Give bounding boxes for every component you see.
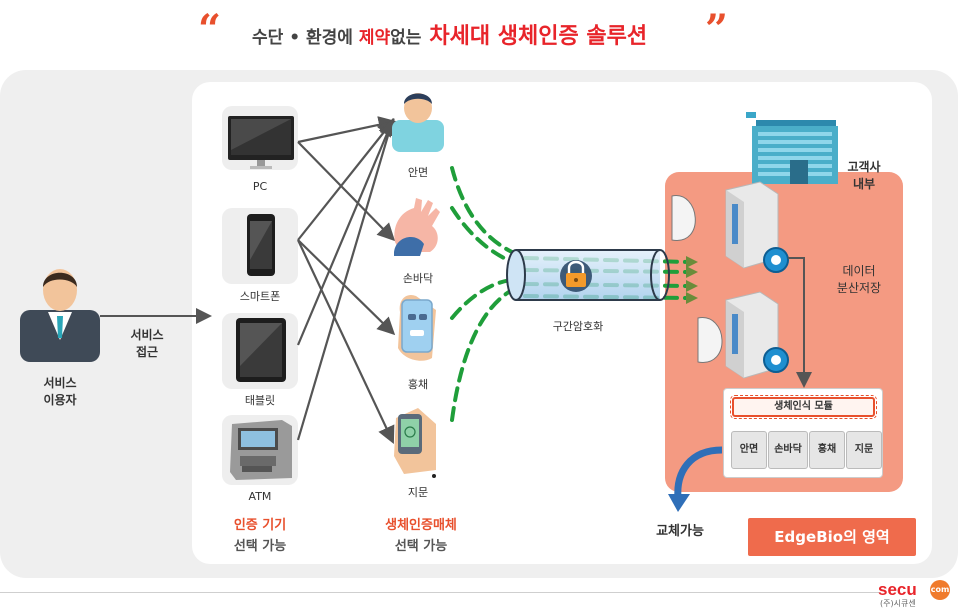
device-label-tablet: 태블릿 (244, 394, 276, 407)
customer-label: 고객사 내부 (836, 158, 892, 192)
palm-icon (394, 198, 440, 256)
devices-caption: 인증 기기 선택 가능 (214, 514, 306, 554)
media-caption-line2: 선택 가능 (394, 539, 448, 554)
replace-arrow-head (668, 494, 690, 512)
media-label-face: 안면 (407, 166, 429, 179)
media-caption: 생체인증매체 선택 가능 (366, 514, 476, 554)
page-title: “ 수단 • 환경에 제약없는 차세대 생체인증 솔루션 ” (0, 6, 968, 53)
media-label-iris: 홍채 (407, 378, 429, 391)
title-middle: 없는 (390, 28, 422, 48)
logo-main: secu (878, 580, 917, 599)
customer-label-line1: 고객사 (847, 160, 881, 174)
iris-icon (398, 294, 436, 361)
storage-label: 데이터 분산저장 (826, 262, 892, 296)
media-label-palm: 손바닥 (402, 272, 434, 285)
replace-arrow (674, 446, 723, 499)
module-item-palm: 손바닥 (768, 431, 808, 469)
server-icon-secondary (697, 291, 789, 379)
access-label: 서비스 접근 (120, 326, 174, 360)
secucen-logo: secu com (주)시큐센 (878, 580, 968, 610)
media-caption-line1: 생체인증매체 (385, 518, 457, 533)
device-label-atm: ATM (248, 490, 272, 503)
fingerprint-icon (394, 408, 436, 478)
storage-label-line2: 분산저장 (836, 281, 882, 295)
close-quote-icon: ” (705, 6, 729, 53)
storage-label-line1: 데이터 (842, 264, 876, 278)
edgebio-badge: EdgeBio의 영역 (748, 518, 916, 556)
access-label-line1: 서비스 (130, 328, 164, 342)
user-icon (20, 269, 100, 362)
title-emph: 제약 (358, 28, 391, 48)
module-item-face: 안면 (731, 431, 767, 469)
server-icon (671, 181, 789, 273)
title-prefix: 수단 • 환경에 (252, 28, 359, 48)
module-title: 생체인식 모듈 (730, 395, 877, 419)
face-icon (392, 93, 444, 152)
user-label-line1: 서비스 (43, 376, 77, 390)
logo-sub: (주)시큐센 (880, 599, 916, 608)
devices-caption-line1: 인증 기기 (233, 518, 287, 533)
replace-label: 교체가능 (656, 524, 704, 539)
footer-divider (0, 592, 880, 593)
biometric-module: 생체인식 모듈 안면 손바닥 홍채 지문 (723, 388, 883, 478)
atm-icon (230, 420, 292, 480)
media-label-fingerprint: 지문 (407, 486, 429, 499)
padlock-icon (560, 260, 592, 292)
module-item-fingerprint: 지문 (846, 431, 882, 469)
flow-arrowheads (686, 256, 698, 304)
tunnel-label: 구간암호화 (552, 320, 604, 333)
logo-badge: com (930, 580, 950, 600)
smartphone-icon (247, 214, 275, 276)
device-label-smartphone: 스마트폰 (239, 290, 281, 303)
title-main: 차세대 생체인증 솔루션 (429, 24, 648, 49)
open-quote-icon: “ (198, 6, 222, 53)
building-icon (746, 112, 838, 184)
monitor-icon (228, 116, 294, 169)
title-text: 수단 • 환경에 제약없는 차세대 생체인증 솔루션 (252, 18, 647, 50)
devices-caption-line2: 선택 가능 (233, 539, 287, 554)
module-item-iris: 홍채 (809, 431, 845, 469)
device-label-pc: PC (252, 180, 268, 193)
user-label-line2: 이용자 (43, 393, 77, 407)
device-media-arrows (296, 116, 397, 444)
user-label: 서비스 이용자 (30, 374, 90, 408)
tablet-icon (236, 318, 286, 382)
access-label-line2: 접근 (135, 345, 159, 359)
customer-label-line2: 내부 (852, 177, 876, 191)
storage-connector (788, 257, 812, 388)
